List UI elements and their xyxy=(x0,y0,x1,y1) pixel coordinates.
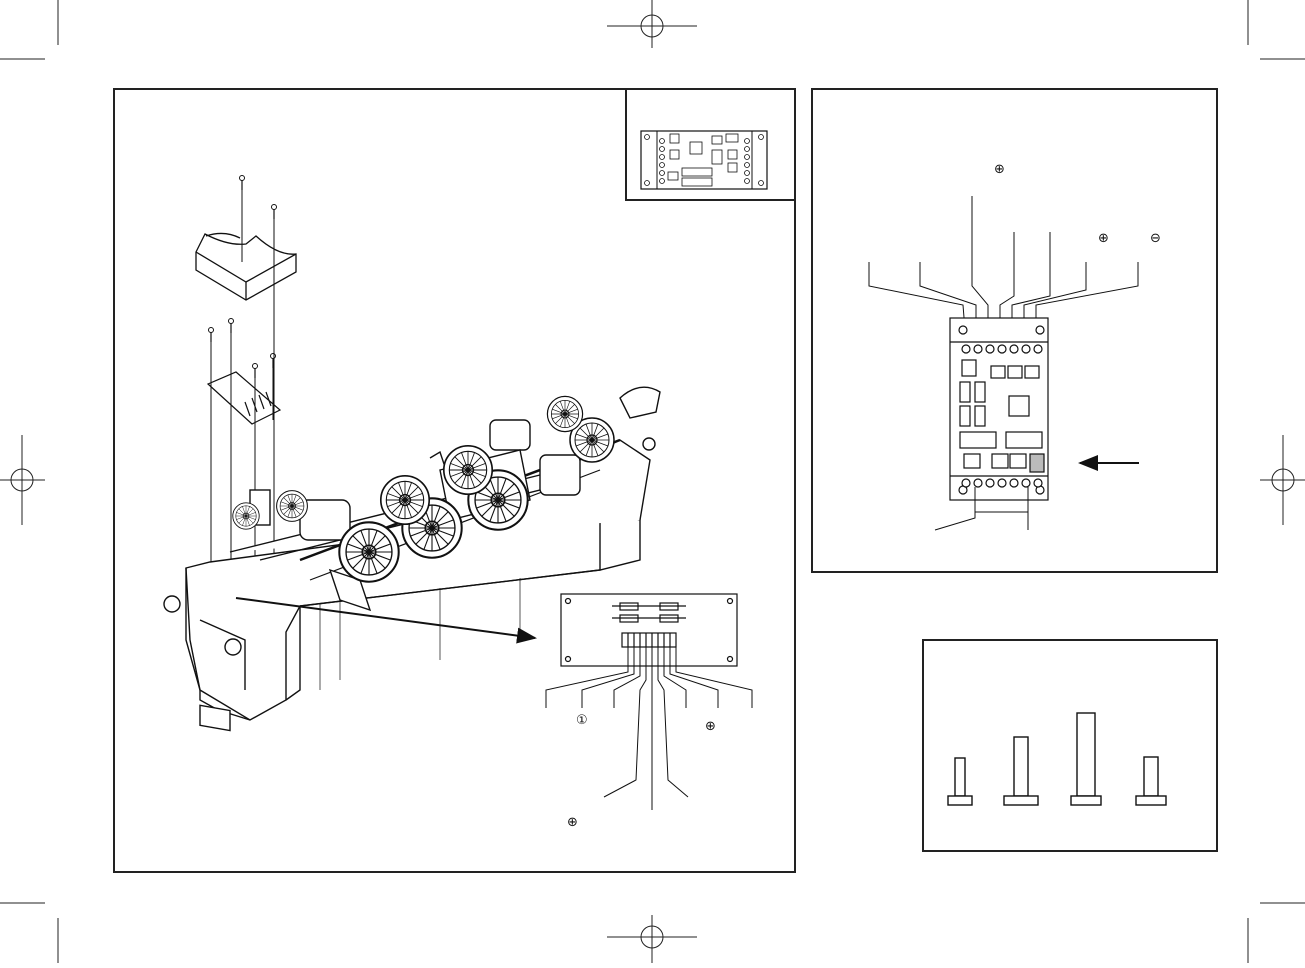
upper-bracket xyxy=(196,233,296,300)
plug-board-detail xyxy=(561,594,737,666)
decoder-wiring-panel: ⊕ ⊕ ⊖ xyxy=(812,89,1217,572)
small-circuit-board xyxy=(208,372,280,424)
wiring-label-plus-top: ⊕ xyxy=(994,162,1005,177)
screw-size-panel xyxy=(923,640,1217,851)
wiring-label-minus-right: ⊖ xyxy=(1150,231,1161,246)
wiring-label-plus-right: ⊕ xyxy=(1098,231,1109,246)
screw-sizes xyxy=(948,713,1166,805)
locomotive-panel: ① ⊕ ⊕ xyxy=(114,89,795,872)
wire-label-one: ① xyxy=(576,713,588,728)
decoder-board xyxy=(950,318,1048,500)
plug-wires xyxy=(546,647,752,810)
wire-label-plus-bottom: ⊕ xyxy=(567,815,578,830)
wire-label-plus-right: ⊕ xyxy=(705,719,716,734)
decoder-board-inset xyxy=(626,89,795,200)
decoder-input-wires xyxy=(869,196,1138,330)
